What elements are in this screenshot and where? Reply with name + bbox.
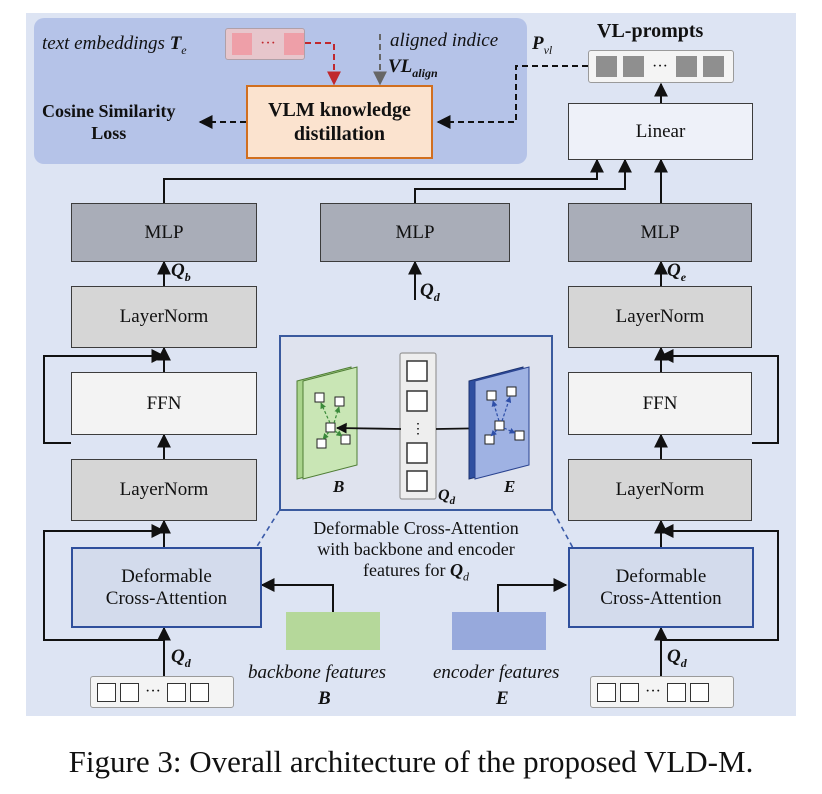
right-mlp-box: MLP bbox=[568, 203, 752, 262]
inset-q-label: Qd bbox=[438, 487, 456, 508]
backbone-symbol: B bbox=[318, 688, 331, 709]
left-mlp-box: MLP bbox=[71, 203, 257, 262]
query-token bbox=[120, 682, 139, 702]
query-token bbox=[689, 682, 709, 702]
middle-q-in: Qd bbox=[420, 280, 440, 304]
ellipsis: ··· bbox=[652, 57, 668, 75]
text-embeddings-label: text embeddings Te bbox=[42, 33, 187, 57]
deformable-attention-inset: ⋮ B E Qd bbox=[279, 335, 553, 511]
prompt-token bbox=[675, 56, 697, 77]
ellipsis: ··· bbox=[145, 683, 161, 700]
ellipsis: ··· bbox=[260, 35, 276, 52]
right-layernorm-bottom: LayerNorm bbox=[568, 459, 752, 521]
query-token bbox=[189, 682, 209, 702]
left-ffn-box: FFN bbox=[71, 372, 257, 435]
query-token bbox=[597, 682, 616, 702]
embedding-token bbox=[232, 33, 252, 55]
query-token bbox=[620, 682, 639, 702]
figure-caption: Figure 3: Overall architecture of the pr… bbox=[68, 744, 754, 779]
middle-mlp-box: MLP bbox=[320, 203, 510, 262]
svg-text:⋮: ⋮ bbox=[411, 422, 425, 437]
query-token bbox=[97, 682, 116, 702]
left-query-tokens: ··· bbox=[90, 676, 234, 708]
right-layernorm-top: LayerNorm bbox=[568, 286, 752, 348]
right-query-tokens: ··· bbox=[590, 676, 734, 708]
vl-prompts-label: VL-prompts bbox=[597, 20, 704, 42]
left-q-out: Qb bbox=[171, 260, 191, 284]
right-q-out: Qe bbox=[667, 260, 687, 284]
vl-align-symbol: VLalign bbox=[388, 56, 438, 80]
encoder-symbol: E bbox=[496, 688, 509, 709]
query-token bbox=[166, 682, 186, 702]
right-ffn-box: FFN bbox=[568, 372, 752, 435]
prompt-token bbox=[623, 56, 644, 77]
inset-e-label: E bbox=[504, 477, 516, 496]
encoder-features-label: encoder features bbox=[433, 662, 560, 683]
p-vl-symbol: Pvl bbox=[532, 33, 553, 57]
query-token bbox=[666, 682, 686, 702]
prompt-token bbox=[596, 56, 617, 77]
left-layernorm-top: LayerNorm bbox=[71, 286, 257, 348]
linear-box: Linear bbox=[568, 103, 753, 160]
text-embedding-tokens: ··· bbox=[225, 28, 305, 60]
inset-caption: Deformable Cross-Attention with backbone… bbox=[313, 518, 519, 584]
inset-drawing: ⋮ bbox=[296, 352, 530, 500]
prompt-token bbox=[702, 56, 724, 77]
inset-b-label: B bbox=[333, 477, 345, 496]
left-layernorm-bottom: LayerNorm bbox=[71, 459, 257, 521]
aligned-indice-label: aligned indice bbox=[390, 30, 499, 51]
right-q-in: Qd bbox=[667, 646, 687, 670]
backbone-feature-bar bbox=[286, 612, 380, 650]
left-q-in: Qd bbox=[171, 646, 191, 670]
backbone-features-label: backbone features bbox=[248, 662, 387, 683]
encoder-feature-bar bbox=[452, 612, 546, 650]
ellipsis: ··· bbox=[645, 683, 661, 700]
vl-prompt-tokens: ··· bbox=[588, 50, 734, 83]
embedding-token bbox=[283, 33, 304, 55]
